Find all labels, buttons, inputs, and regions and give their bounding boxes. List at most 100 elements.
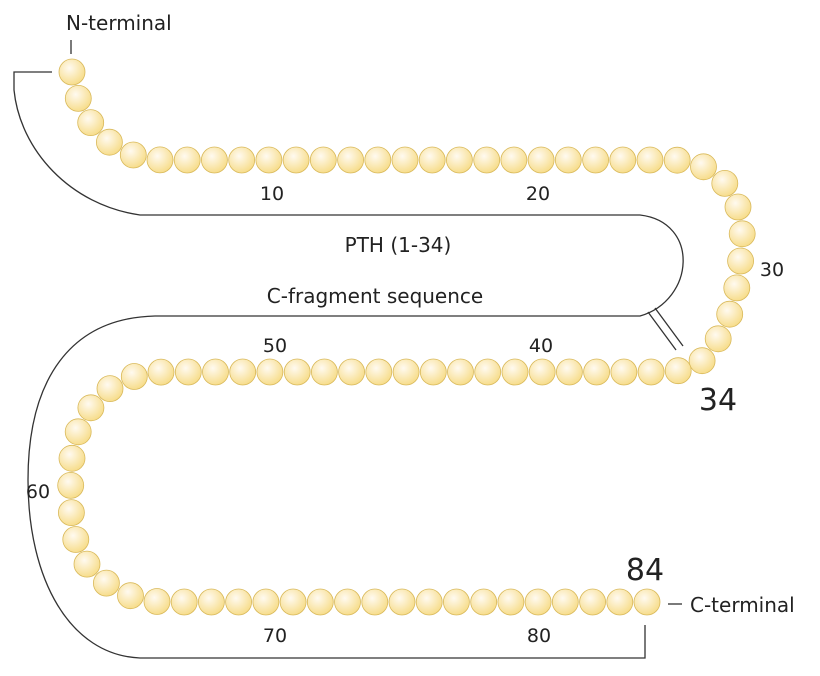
residue-bead bbox=[146, 146, 174, 174]
residue-bead bbox=[252, 588, 280, 616]
residue-bead bbox=[96, 128, 123, 156]
residue-bead bbox=[58, 58, 86, 86]
residue-bead bbox=[173, 146, 201, 174]
residue-84-label: 84 bbox=[626, 553, 664, 588]
residue-bead bbox=[528, 358, 556, 386]
residue-bead bbox=[202, 358, 229, 386]
residue-bead bbox=[583, 358, 610, 386]
residue-bead bbox=[474, 358, 502, 386]
residue-bead bbox=[664, 357, 692, 385]
residue-bead bbox=[582, 146, 609, 174]
residue-bead bbox=[283, 358, 311, 386]
residue-bead bbox=[500, 146, 528, 174]
residue-bead bbox=[551, 588, 579, 616]
tick-label-70: 70 bbox=[263, 625, 287, 647]
residue-bead bbox=[77, 109, 105, 136]
residue-bead bbox=[445, 146, 473, 174]
residue-34-label: 34 bbox=[699, 383, 737, 418]
tick-label-80: 80 bbox=[527, 625, 551, 647]
residue-number-labels: 10 20 30 40 50 60 70 80 bbox=[26, 183, 784, 647]
cleavage-mark-b bbox=[654, 307, 684, 347]
residue-bead bbox=[606, 588, 634, 616]
tick-label-40: 40 bbox=[529, 335, 553, 357]
residue-bead bbox=[497, 588, 525, 616]
residue-bead bbox=[147, 358, 175, 386]
residue-bead bbox=[637, 358, 665, 386]
pth-segment-label: PTH (1-34) bbox=[345, 233, 452, 257]
residue-bead bbox=[365, 358, 393, 386]
residue-bead bbox=[117, 582, 144, 610]
segment-brackets bbox=[13, 40, 684, 659]
residue-bead bbox=[337, 146, 365, 174]
tick-label-30: 30 bbox=[760, 259, 784, 281]
tick-label-50: 50 bbox=[263, 335, 287, 357]
residue-bead bbox=[119, 141, 147, 169]
residue-bead bbox=[174, 358, 202, 386]
residue-bead bbox=[73, 550, 101, 578]
residue-bead bbox=[728, 220, 756, 248]
residue-bead bbox=[309, 146, 337, 174]
residue-bead bbox=[727, 247, 754, 275]
residue-bead bbox=[716, 300, 744, 328]
residue-bead bbox=[392, 358, 420, 386]
tick-label-60: 60 bbox=[26, 481, 50, 503]
residue-bead bbox=[282, 146, 310, 174]
residue-bead bbox=[228, 146, 256, 174]
residue-bead bbox=[473, 146, 501, 174]
residue-bead bbox=[391, 146, 419, 174]
residue-bead bbox=[255, 146, 283, 174]
tick-label-20: 20 bbox=[526, 183, 550, 205]
residue-bead bbox=[524, 588, 552, 616]
residue-bead bbox=[279, 588, 307, 616]
residue-bead bbox=[170, 588, 198, 616]
residue-bead bbox=[610, 358, 638, 386]
residue-bead bbox=[77, 394, 105, 422]
residue-bead bbox=[58, 499, 85, 526]
residue-bead bbox=[636, 146, 664, 174]
residue-bead bbox=[388, 588, 416, 616]
residue-bead bbox=[64, 85, 92, 112]
residue-bead bbox=[200, 146, 228, 174]
residue-bead bbox=[554, 146, 582, 174]
residue-bead bbox=[96, 375, 124, 403]
residue-bead bbox=[663, 146, 691, 174]
residue-bead bbox=[334, 588, 361, 616]
residue-bead bbox=[415, 588, 443, 616]
residue-bead bbox=[723, 274, 751, 302]
residue-bead bbox=[724, 193, 752, 221]
residue-bead bbox=[711, 169, 739, 197]
residue-bead bbox=[57, 471, 85, 499]
residue-bead bbox=[501, 358, 529, 386]
pth-bracket bbox=[13, 71, 684, 659]
residue-bead bbox=[633, 588, 661, 616]
residue-bead bbox=[704, 325, 732, 353]
n-terminal-label: N-terminal bbox=[66, 11, 172, 35]
amino-acid-chain bbox=[57, 58, 756, 616]
residue-bead bbox=[197, 588, 225, 616]
residue-bead bbox=[93, 569, 120, 597]
residue-bead bbox=[64, 418, 92, 446]
residue-bead bbox=[229, 358, 257, 386]
residue-bead bbox=[447, 358, 474, 386]
residue-bead bbox=[690, 153, 717, 181]
tick-label-10: 10 bbox=[260, 183, 284, 205]
residue-bead bbox=[225, 588, 253, 616]
residue-bead bbox=[579, 588, 606, 616]
residue-bead bbox=[310, 358, 338, 386]
residue-bead bbox=[470, 588, 498, 616]
residue-bead bbox=[556, 358, 583, 386]
residue-bead bbox=[609, 146, 637, 174]
residue-bead bbox=[419, 358, 447, 386]
c-fragment-label: C-fragment sequence bbox=[267, 284, 483, 308]
residue-bead bbox=[143, 588, 171, 615]
residue-bead bbox=[338, 358, 366, 386]
residue-bead bbox=[688, 347, 716, 375]
residue-bead bbox=[418, 146, 446, 174]
cleavage-mark-a bbox=[647, 311, 677, 351]
residue-bead bbox=[256, 358, 284, 386]
residue-bead bbox=[442, 588, 470, 616]
residue-bead bbox=[306, 588, 334, 616]
residue-bead bbox=[361, 588, 389, 616]
